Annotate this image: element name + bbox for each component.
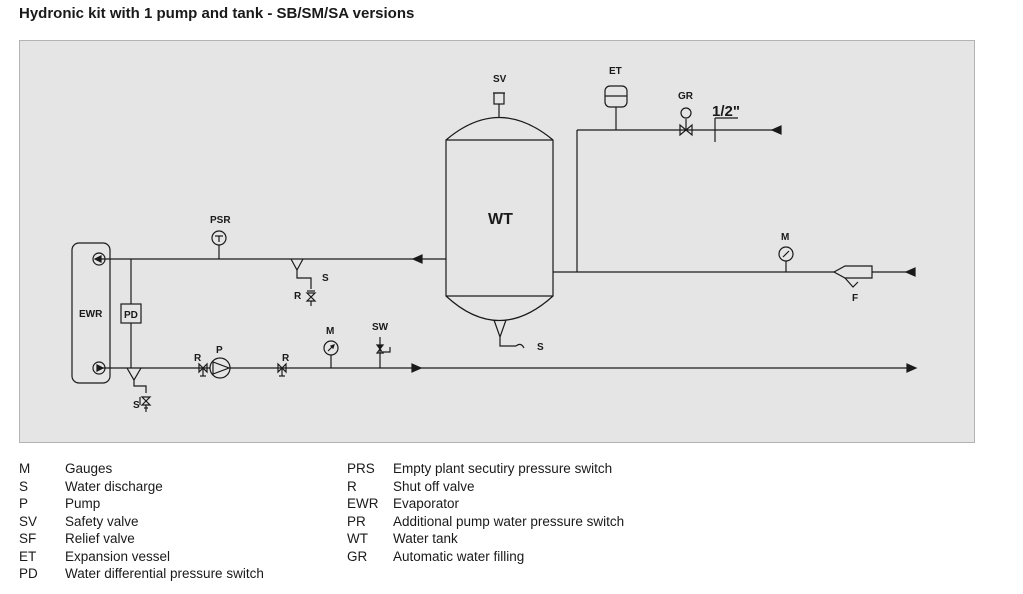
flow-arrow-lower-end [906,363,918,373]
sw-valve [375,344,385,350]
safety-valve [493,92,505,105]
label-p: P [216,345,223,356]
auto-filling [680,107,692,119]
evaporator-inlet [92,252,106,266]
label-r-left: R [194,353,202,364]
diagram-panel [19,40,975,443]
label-s-mid: S [322,273,329,284]
label-pipe-size: 1/2" [712,103,740,120]
label-gr: GR [678,91,694,102]
label-m-bottom: M [326,326,334,337]
filter [832,265,873,279]
flow-arrow-return [904,267,916,277]
label-f: F [852,293,858,304]
label-et: ET [609,66,622,77]
diagram-title: Hydronic kit with 1 pump and tank - SB/S… [19,5,415,22]
label-psr: PSR [210,215,231,226]
label-s-tank: S [537,342,544,353]
hydronic-diagram: SV ET GR 1/2" WT PSR EWR PD M M SW P R R… [71,66,918,412]
flow-arrow-lower-mid [411,363,423,373]
evaporator-outlet [92,361,106,375]
label-pd: PD [124,310,138,321]
label-m-top: M [781,232,789,243]
label-sw: SW [372,322,389,333]
label-ewr: EWR [79,309,103,320]
label-r-right: R [282,353,290,364]
evaporator [71,242,111,384]
label-s-bottom: S [133,400,140,411]
flow-arrow-fill [770,125,782,135]
flow-arrow-upper [411,254,423,264]
label-r-mid: R [294,291,302,302]
label-wt: WT [488,211,513,228]
psr-switch [211,230,227,246]
gauge-top [778,246,794,262]
gauge-bottom [323,340,339,356]
label-sv: SV [493,74,507,85]
